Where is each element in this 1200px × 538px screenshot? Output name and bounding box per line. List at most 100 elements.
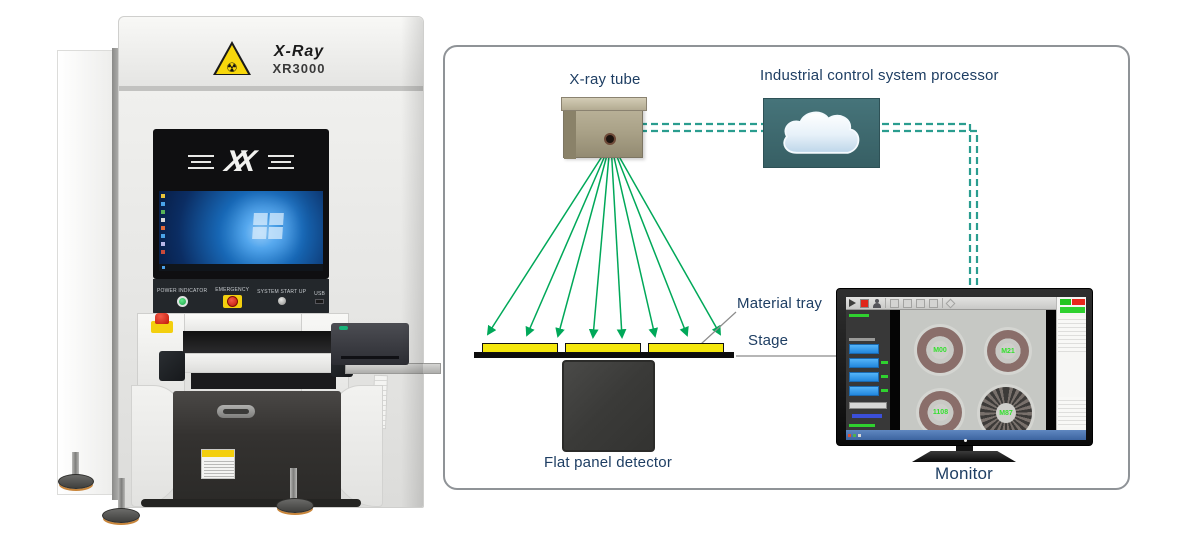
- processor-label: Industrial control system processor: [760, 67, 999, 84]
- foot-stem: [290, 468, 297, 502]
- machine-brand-block: X-Ray XR3000: [259, 43, 339, 76]
- detector-label: Flat panel detector: [543, 454, 673, 471]
- conveyor-lower-opening: [191, 373, 336, 389]
- machine-front-face: ☢ X-Ray XR3000 X: [118, 16, 441, 508]
- emergency-group: EMERGENCY: [215, 287, 249, 308]
- leveling-foot: [58, 474, 94, 489]
- sidebar-value-green: [881, 389, 888, 392]
- xray-tube-label: X-ray tube: [569, 71, 641, 88]
- sidebar-button: [849, 372, 879, 382]
- base-shadow: [141, 499, 361, 507]
- monitor-stand-base: [912, 451, 1016, 462]
- desktop-icons: [161, 194, 165, 254]
- emergency-stop-button: [222, 294, 242, 308]
- viewport-gutter-right: [1046, 310, 1056, 430]
- sidebar-light-button: [849, 402, 887, 409]
- cloud-icon: [782, 111, 859, 154]
- x-logo-icon: X: [153, 145, 329, 179]
- usb-port: [315, 298, 325, 304]
- machine-windows-screen: [159, 191, 323, 271]
- system-start-label: SYSTEM START UP: [257, 289, 307, 295]
- fail-badge: [1072, 299, 1085, 305]
- tube-aperture: [604, 133, 616, 145]
- reel-image: 1108: [919, 391, 962, 434]
- warning-sticker: [201, 449, 235, 479]
- results-list-bottom: [1058, 397, 1086, 427]
- material-tray: [482, 343, 558, 353]
- software-toolbar: [846, 297, 1086, 310]
- flat-panel-detector: [562, 360, 655, 452]
- machine-screen-taskbar: [159, 264, 323, 271]
- foot-stem: [118, 478, 125, 512]
- xray-image-viewport: M00 M21 1108 M87: [900, 310, 1046, 439]
- monitor-image: M00 M21 1108 M87: [836, 288, 1093, 446]
- logo-x-mark: X: [233, 145, 259, 178]
- record-icon: [860, 298, 869, 308]
- radiation-warning-icon: ☢: [213, 41, 251, 75]
- software-sidebar: [846, 310, 890, 430]
- status-strip-green: [1060, 307, 1085, 313]
- clipboard-icon: [929, 298, 938, 308]
- conveyor-opening: [183, 331, 343, 353]
- system-start-group: SYSTEM START UP: [257, 289, 306, 305]
- sidebar-value-green: [881, 361, 888, 364]
- power-indicator-button: [176, 295, 188, 307]
- reel-image: M21: [987, 330, 1029, 372]
- printer-slot: [341, 356, 399, 359]
- sidebar-value-green: [881, 375, 888, 378]
- usb-label: USB: [314, 290, 326, 297]
- grid-icon: [916, 298, 925, 308]
- viewport-gutter-left: [890, 310, 900, 430]
- processor-cloud-box: [763, 98, 880, 168]
- usb-group: USB: [314, 291, 325, 304]
- play-icon: [849, 299, 856, 307]
- label-printer: [331, 323, 409, 365]
- base-panel: [173, 391, 341, 503]
- material-tray-label: Material tray: [737, 295, 823, 312]
- material-tray: [565, 343, 641, 353]
- pass-badge: [1060, 299, 1071, 305]
- machine-display-bezel: X: [153, 129, 329, 279]
- windows-logo-icon: [252, 213, 284, 239]
- barcode-scanner-left: [159, 351, 185, 381]
- brand-name: X-Ray: [273, 43, 325, 60]
- toolbar-separator: [942, 298, 943, 308]
- logo-lines-right-icon: [268, 155, 294, 169]
- power-indicator-label: POWER INDICATOR: [156, 287, 208, 294]
- foot-stem: [72, 452, 79, 478]
- monitor-label: Monitor: [934, 464, 994, 483]
- xray-machine-photo: ☢ X-Ray XR3000 X: [0, 0, 441, 538]
- brand-model: XR3000: [272, 61, 326, 76]
- power-indicator-group: POWER INDICATOR: [157, 288, 207, 307]
- toolbar-separator: [885, 298, 886, 308]
- stage-bar: [474, 352, 734, 358]
- material-tray: [648, 343, 724, 353]
- conveyor-ledge: [181, 353, 346, 373]
- monitor-screen: M00 M21 1108 M87: [846, 297, 1086, 440]
- machine-side-panel: [57, 50, 115, 495]
- tag-icon: [945, 298, 956, 308]
- xray-tube-image: [561, 97, 647, 159]
- reel-image: M00: [917, 327, 963, 373]
- emergency-label: EMERGENCY: [215, 286, 250, 293]
- monitor-stand-neck: [956, 446, 973, 452]
- radiation-glyph: ☢: [226, 60, 238, 75]
- tube-lid: [561, 97, 647, 111]
- gear-icon: [903, 298, 912, 308]
- sidebar-button: [849, 344, 879, 354]
- monitor-taskbar: [846, 430, 1086, 440]
- printer-led: [339, 326, 348, 330]
- key-switch: [277, 297, 286, 305]
- machine-control-panel: POWER INDICATOR EMERGENCY SYSTEM START U…: [153, 279, 329, 315]
- leveling-foot: [102, 508, 140, 523]
- machine-door-seam: [112, 48, 120, 500]
- results-list-top: [1058, 316, 1086, 352]
- status-text-green: [849, 314, 869, 317]
- machine-top-band: ☢ X-Ray XR3000: [119, 17, 423, 91]
- conveyor-estop-base: [151, 321, 173, 333]
- user-icon: [873, 298, 881, 308]
- logo-lines-left-icon: [187, 155, 214, 169]
- results-panel: [1056, 297, 1086, 430]
- base-handle: [217, 405, 255, 418]
